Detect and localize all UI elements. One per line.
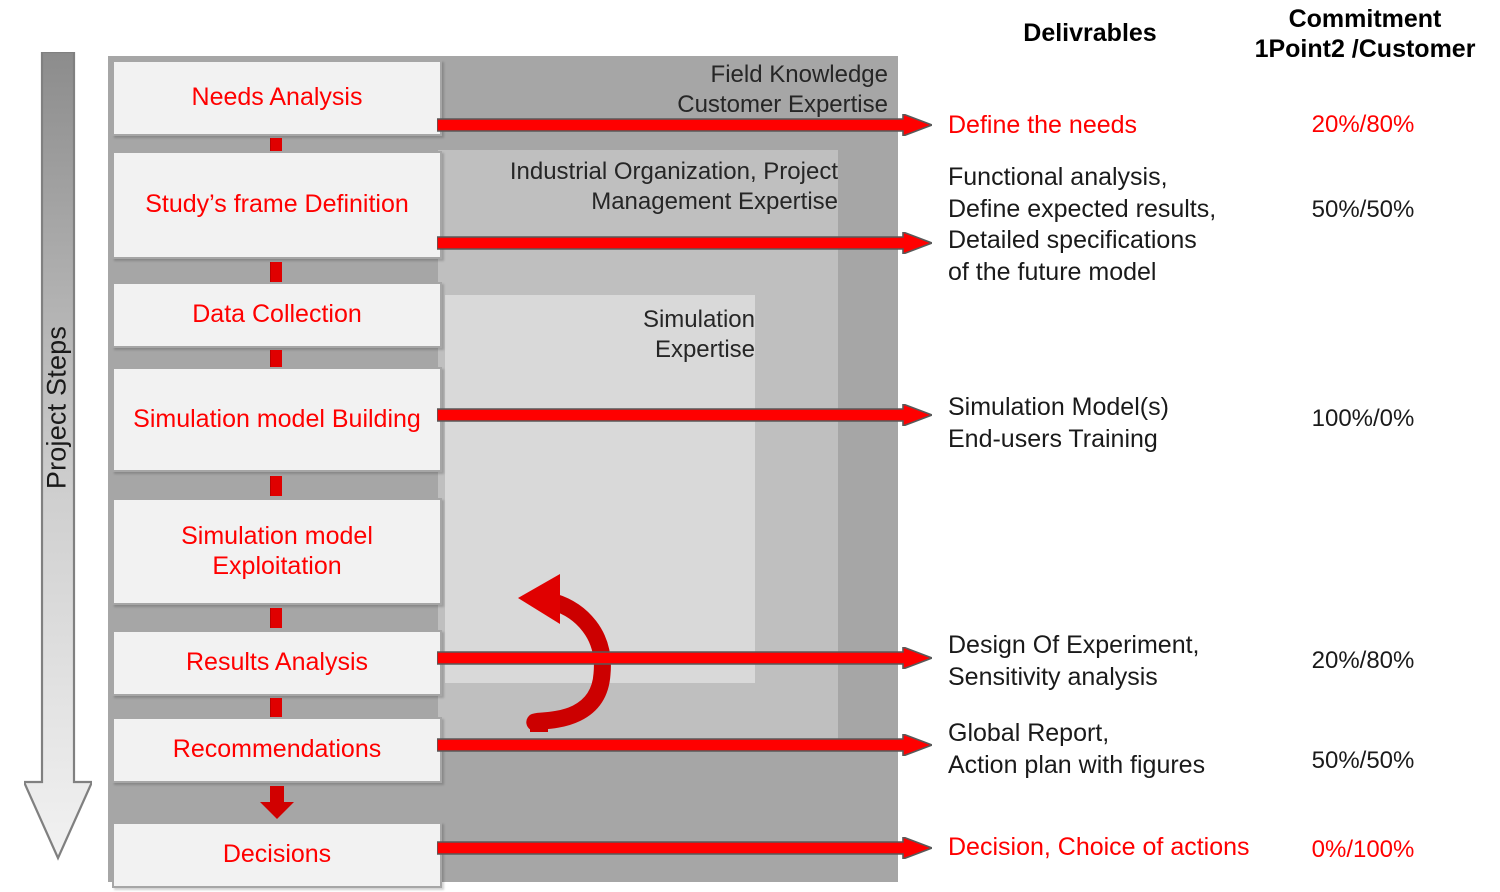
step-results-analysis[interactable]: Results Analysis (112, 630, 442, 696)
flow-arrow-needs-analysis (437, 114, 932, 136)
step-connector (270, 698, 282, 718)
commitment-results-analysis: 20%/80% (1311, 647, 1415, 674)
commitment-decisions: 0%/100% (1311, 836, 1415, 863)
deliverable-studys-frame-definition: Functional analysis, Define expected res… (948, 163, 1217, 286)
step-label: Study’s frame Definition (145, 190, 409, 219)
step-studys-frame-definition[interactable]: Study’s frame Definition (112, 151, 442, 259)
process-panel: Field Knowledge Customer Expertise Indus… (108, 56, 898, 888)
step-data-collection[interactable]: Data Collection (112, 282, 442, 348)
step-label: Simulation model Exploitation (181, 522, 373, 580)
commitment-simulation-model-building: 100%/0% (1311, 405, 1415, 432)
step-label: Results Analysis (185, 648, 369, 677)
flow-arrow-results-analysis (437, 647, 932, 669)
deliverable-simulation-model-building: Simulation Model(s) End-users Training (948, 393, 1169, 453)
down-arrow-icon (24, 52, 92, 861)
step-connector (270, 262, 282, 282)
commitment-needs-analysis: 20%/80% (1311, 111, 1415, 138)
expertise-field-knowledge: Field Knowledge Customer Expertise (677, 61, 888, 118)
step-connector (270, 608, 282, 628)
project-steps-arrow: Project Steps (24, 52, 92, 862)
flow-arrow-recommendations (437, 734, 932, 756)
deliverable-decisions: Decision, Choice of actions (948, 833, 1250, 861)
step-label: Data Collection (192, 300, 362, 329)
expertise-simulation: Simulation Expertise (642, 306, 755, 363)
commitment-column-header: Commitment 1Point2 /Customer (1254, 5, 1476, 63)
step-connector (270, 476, 282, 496)
delivrables-column-header: Delivrables (1023, 19, 1157, 47)
step-label: Decisions (222, 840, 332, 869)
step-recommendations[interactable]: Recommendations (112, 717, 442, 783)
deliverable-results-analysis: Design Of Experiment, Sensitivity analys… (948, 631, 1200, 691)
step-needs-analysis[interactable]: Needs Analysis (112, 60, 442, 136)
step-label: Simulation model Building (133, 404, 421, 433)
step-label: Needs Analysis (191, 83, 363, 112)
step-decisions[interactable]: Decisions (112, 822, 442, 888)
flow-arrow-decisions (437, 837, 932, 859)
project-steps-label: Project Steps (41, 325, 72, 490)
feedback-loop-arrow (508, 566, 648, 736)
commitment-studys-frame-definition: 50%/50% (1311, 196, 1415, 223)
commitment-recommendations: 50%/50% (1311, 747, 1415, 774)
flow-arrow-studys-frame-definition (437, 232, 932, 254)
step-connector (270, 350, 282, 370)
step-simulation-model-exploitation[interactable]: Simulation model Exploitation (112, 498, 442, 605)
zone-simulation (445, 295, 755, 683)
deliverable-recommendations: Global Report, Action plan with figures (948, 719, 1206, 779)
step-label: Recommendations (172, 735, 382, 764)
deliverable-needs-analysis: Define the needs (948, 111, 1138, 139)
step-simulation-model-building[interactable]: Simulation model Building (112, 367, 442, 472)
expertise-industrial-project: Industrial Organization, Project Managem… (509, 158, 838, 215)
flow-arrow-simulation-model-building (437, 404, 932, 426)
step-connector-down-arrow (258, 786, 296, 820)
